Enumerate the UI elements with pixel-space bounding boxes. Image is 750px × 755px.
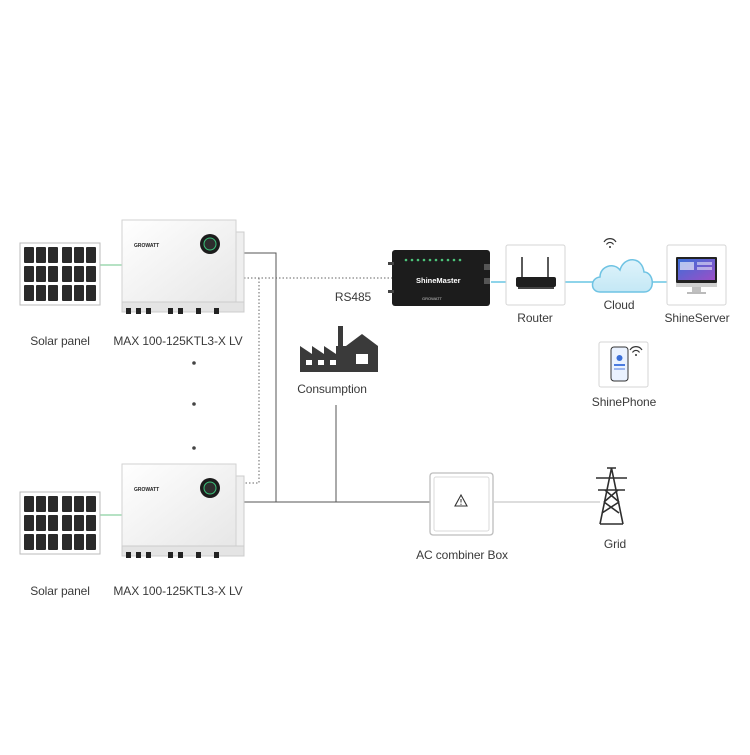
wifi-icon (603, 238, 617, 248)
datalogger-brand-text: GROWATT (422, 296, 443, 301)
label-rs485: RS485 (334, 290, 372, 304)
connection-lines (100, 252, 667, 516)
grid-tower-icon (596, 467, 627, 525)
label-grid: Grid (603, 537, 627, 551)
ellipsis-dot (192, 361, 196, 365)
phone-icon (598, 341, 649, 388)
ellipsis-dot (192, 446, 196, 450)
factory-icon (300, 326, 378, 372)
label-ac-combiner: AC combiner Box (416, 548, 508, 562)
label-inverter-bottom: MAX 100-125KTL3-X LV (113, 584, 243, 598)
label-inverter-top: MAX 100-125KTL3-X LV (113, 334, 243, 348)
wifi-icon (629, 346, 643, 356)
label-solar-panel-top: Solar panel (30, 334, 90, 348)
label-cloud: Cloud (603, 298, 635, 312)
router-icon (505, 244, 566, 306)
inverter-icon: GROWATT (121, 463, 245, 558)
label-shinephone: ShinePhone (591, 395, 657, 409)
combiner-box-icon (429, 472, 494, 536)
warning-icon (454, 493, 468, 507)
label-consumption: Consumption (297, 382, 367, 396)
label-solar-panel-bottom: Solar panel (30, 584, 90, 598)
solar-panel-icon (19, 491, 101, 555)
ellipsis-dot (192, 402, 196, 406)
ac-line-top (244, 252, 277, 502)
datalogger-icon: ShineMaster GROWATT (388, 250, 490, 306)
datalogger-name-text: ShineMaster (416, 276, 461, 285)
label-shineserver: ShineServer (664, 311, 730, 325)
label-router: Router (517, 311, 553, 325)
solar-panel-icon (19, 242, 101, 306)
rs485-vertical-line (244, 278, 260, 484)
inverter-brand-text: GROWATT (134, 487, 159, 493)
cloud-icon (591, 259, 653, 293)
server-monitor-icon (666, 244, 727, 306)
inverter-brand-text: GROWATT (134, 243, 159, 249)
inverter-icon: GROWATT (121, 219, 245, 314)
